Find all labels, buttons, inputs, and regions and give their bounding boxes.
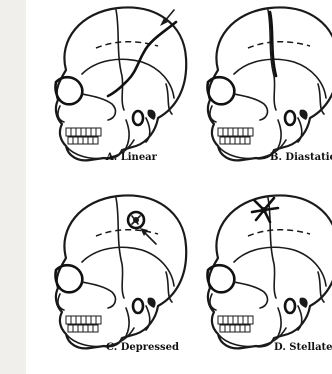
skull-d (207, 195, 332, 348)
panel-b-diastatic: B. Diastatic (207, 7, 332, 163)
label-a: A. Linear (105, 152, 158, 163)
label-c: C. Depressed (106, 342, 179, 353)
panel-d-stellate: D. Stellate (207, 195, 332, 353)
skull-fracture-figure: A. Linear B. Diastatic C. Depressed D. S… (26, 0, 332, 374)
skull-b (207, 7, 332, 160)
panel-a-linear: A. Linear (55, 7, 186, 163)
label-b: B. Diastatic (270, 152, 332, 163)
panel-c-depressed: C. Depressed (55, 195, 186, 353)
skull-c (55, 195, 186, 348)
skull-fracture-diagram: A. Linear B. Diastatic C. Depressed D. S… (26, 0, 332, 374)
label-d: D. Stellate (274, 342, 332, 353)
